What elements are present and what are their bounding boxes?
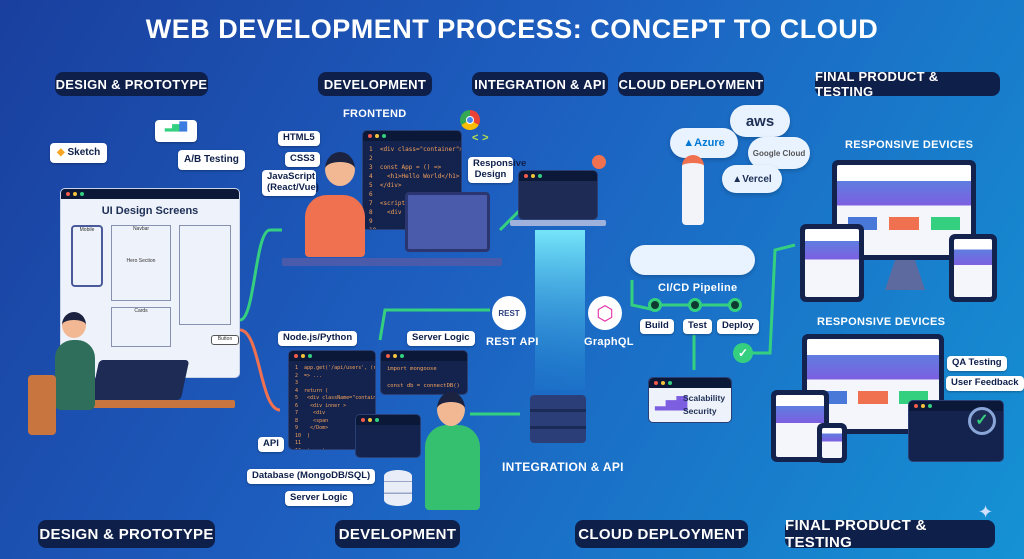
section-header-final: FINAL PRODUCT & TESTING (815, 69, 1000, 99)
css3-label: CSS3 (285, 152, 320, 167)
server-logic-label-2: Server Logic (285, 491, 353, 506)
laptop-base (510, 220, 606, 226)
security-label: Security (683, 405, 717, 416)
cicd-pipeline-label: CI/CD Pipeline (658, 282, 738, 294)
azure-label: Azure (694, 137, 725, 149)
sketch-label: Sketch (67, 147, 101, 158)
google-cloud: Google Cloud (748, 137, 810, 169)
scalability-label: Scalability (683, 393, 726, 403)
magnifier-check-icon: ✓ (968, 407, 996, 435)
hero-label: Hero Section (126, 258, 156, 264)
footer-development: DEVELOPMENT (335, 520, 460, 548)
navbar-label: Navbar (132, 226, 150, 232)
html5-label: HTML5 (278, 131, 320, 146)
frontend-developer (305, 195, 365, 257)
build-step: Build (640, 319, 674, 334)
responsive-design-label: Responsive Design (468, 157, 526, 183)
backend-code: 1 app.get('/api/users', (req, res) 2 => … (295, 365, 376, 449)
database-label: Database (MongoDB/SQL) (247, 469, 376, 484)
chair (28, 375, 56, 435)
section-header-cloud: CLOUD DEPLOYMENT (618, 72, 764, 96)
designer-person (55, 340, 95, 410)
build-node (648, 298, 662, 312)
launch-smoke (630, 245, 755, 275)
chrome-icon (460, 110, 480, 130)
deploy-step: Deploy (717, 319, 759, 334)
deploy-node (728, 298, 742, 312)
azure-icon: ▲ (683, 137, 695, 149)
qa-testing-label: QA Testing (947, 356, 1007, 371)
rest-api-label: REST API (486, 336, 539, 348)
ui-screens-title: UI Design Screens (101, 205, 199, 217)
vercel-cloud: ▲Vercel (722, 165, 782, 193)
integration-api-label: INTEGRATION & API (502, 460, 624, 474)
server-code: import mongoose const db = connectDB() (387, 366, 460, 389)
rest-api-icon: REST (492, 296, 526, 330)
node-python-label: Node.js/Python (278, 331, 358, 346)
gear-icon (592, 155, 606, 169)
bar-chart-icon: ▂▅▇ (655, 394, 688, 410)
vercel-triangle-icon: ▲ (732, 173, 743, 185)
laptop (518, 170, 598, 220)
tablet (800, 224, 864, 302)
frontend-title: FRONTEND (343, 108, 407, 120)
graphql-label: GraphQL (584, 336, 634, 348)
button-wireframe: Button (211, 335, 239, 345)
backend-developer (425, 425, 480, 510)
database-icon (384, 470, 412, 506)
azure-cloud: ▲Azure (670, 128, 738, 158)
check-icon: ✓ (733, 343, 753, 363)
footer-cloud: CLOUD DEPLOYMENT (575, 520, 748, 548)
designer-head (62, 312, 86, 338)
vercel-label: Vercel (742, 173, 772, 185)
javascript-label: JavaScript (React/Vue) (262, 170, 319, 196)
small-editor (355, 414, 421, 458)
section-header-development: DEVELOPMENT (318, 72, 432, 96)
monitor (405, 192, 490, 252)
section-header-design: DESIGN & PROTOTYPE (55, 72, 208, 96)
footer-design: DESIGN & PROTOTYPE (38, 520, 215, 548)
server-rack-icon (530, 395, 586, 443)
drawing-tablet (90, 360, 190, 400)
desk (75, 400, 235, 408)
chart-bubble-icon: ▂▅▇ (155, 120, 197, 142)
aws-cloud: aws (730, 105, 790, 137)
cards-wireframe: Cards (111, 307, 171, 347)
test-node (688, 298, 702, 312)
server-logic-label: Server Logic (407, 331, 475, 346)
user-feedback-label: User Feedback (946, 376, 1024, 391)
sketch-bubble: ◆ Sketch (50, 143, 108, 163)
phone (949, 234, 997, 302)
mobile-wireframe: Mobile (71, 225, 103, 287)
api-label: API (258, 437, 284, 452)
graphql-icon: ⬡ (588, 296, 622, 330)
frontend-code: 1 <div class="container"> 2 3 const App … (369, 146, 462, 229)
developer-head (325, 152, 355, 186)
rocket-icon (682, 155, 704, 225)
phone-2 (817, 423, 847, 463)
test-step: Test (683, 319, 712, 334)
code-brackets-icon: < > (472, 132, 489, 144)
page-title: WEB DEVELOPMENT PROCESS: CONCEPT TO CLOU… (145, 14, 879, 44)
developer-desk (282, 258, 502, 266)
sketch-diamond-icon: ◆ (57, 147, 65, 158)
server-logic-editor: import mongoose const db = connectDB() (380, 350, 468, 395)
section-header-integration: INTEGRATION & API (472, 72, 608, 96)
responsive-devices-title-1: RESPONSIVE DEVICES (845, 139, 974, 151)
backend-developer-head (437, 392, 465, 426)
footer-final: FINAL PRODUCT & TESTING (785, 517, 995, 551)
sparkle-icon: ✦ (978, 502, 994, 522)
responsive-devices-title-2: RESPONSIVE DEVICES (817, 316, 946, 328)
page-wireframe (179, 225, 231, 325)
ab-testing-bubble: A/B Testing (178, 150, 245, 170)
